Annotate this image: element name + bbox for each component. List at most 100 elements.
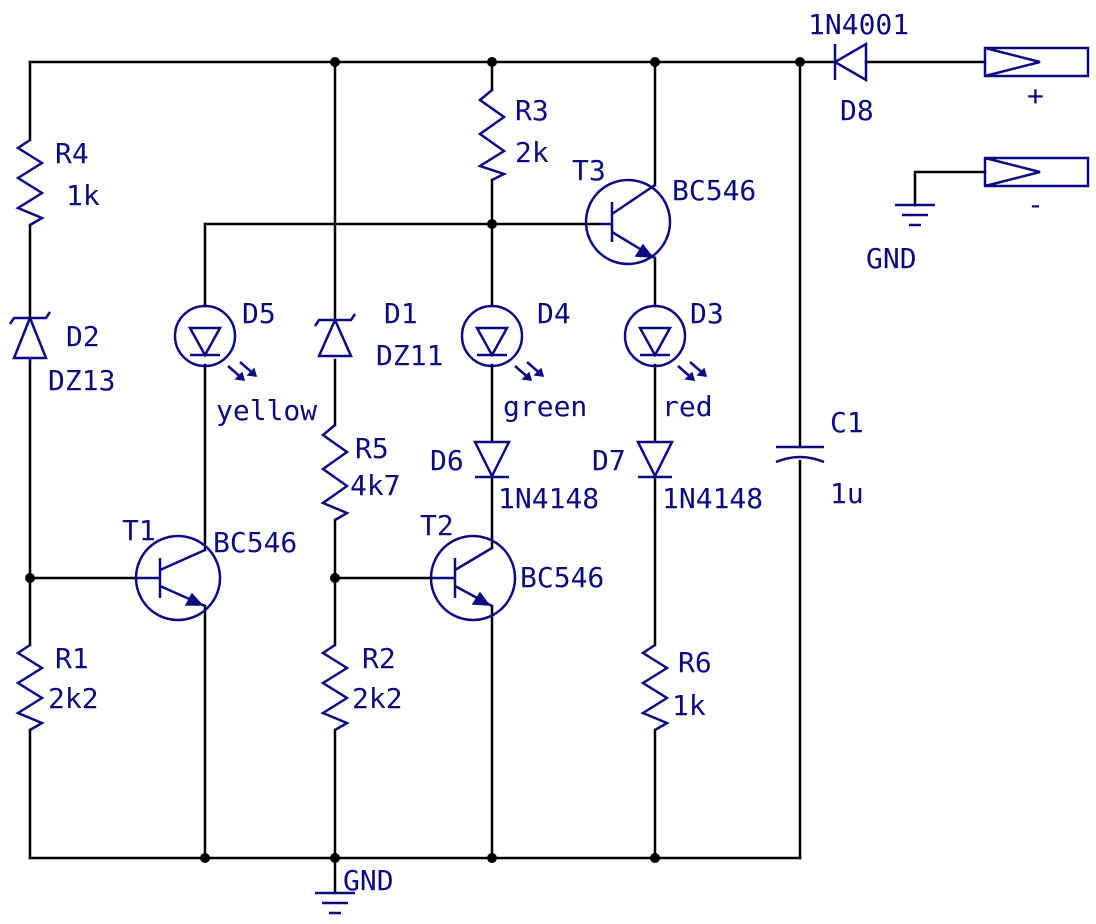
transistor-t1-emitter-arrow xyxy=(184,592,204,606)
led-d3-arrowhead xyxy=(696,367,708,377)
transistor-t1-ref: T1 xyxy=(122,514,156,547)
transistor-t2-collector xyxy=(454,546,493,572)
resistor-r1-body xyxy=(15,643,45,732)
diode-d8-value: 1N4001 xyxy=(808,8,909,41)
resistor-r5-value: 4k7 xyxy=(350,469,401,502)
resistor-r6: R6 1k xyxy=(640,643,712,732)
transistor-t2: T2 BC546 xyxy=(420,509,604,622)
led-d4-ref: D4 xyxy=(537,297,571,330)
junction-dot xyxy=(650,853,660,863)
resistor-r4-ref: R4 xyxy=(55,137,89,170)
resistor-r2-value: 2k2 xyxy=(352,682,403,715)
diode-d6: D6 1N4148 xyxy=(430,440,599,515)
capacitor-c1-plate-bottom xyxy=(775,455,825,464)
led-d3-triangle xyxy=(637,326,673,358)
resistor-r2-body xyxy=(320,643,350,732)
led-d4-arrowhead xyxy=(521,371,533,381)
transistor-t2-ref: T2 xyxy=(420,509,454,542)
ground-main-symbol xyxy=(315,891,355,915)
transistor-t1-collector xyxy=(159,548,206,572)
zener-d2: D2 DZ13 xyxy=(8,311,115,397)
led-d5-ref: D5 xyxy=(242,297,276,330)
connector-minus: - xyxy=(983,156,1090,221)
connector-plus-label: + xyxy=(1027,79,1044,112)
junction-dot xyxy=(330,853,340,863)
led-d5-value: yellow xyxy=(216,394,317,427)
led-d5-arrowhead xyxy=(246,367,258,377)
led-d5-arrowhead xyxy=(234,371,246,381)
resistor-r3-body xyxy=(477,89,508,182)
resistor-r3-value: 2k xyxy=(515,136,549,169)
transistor-t1: T1 BC546 xyxy=(122,514,297,622)
led-d4-arrowhead xyxy=(533,367,545,377)
resistor-r6-ref: R6 xyxy=(678,646,712,679)
led-d4-triangle xyxy=(474,326,510,358)
diode-d8-ref: D8 xyxy=(840,94,874,127)
led-d3-ref: D3 xyxy=(690,297,724,330)
diode-d7: D7 1N4148 xyxy=(592,440,763,515)
led-d5-body xyxy=(173,304,237,368)
junction-dot xyxy=(330,57,340,67)
transistor-t3-emitter-arrow xyxy=(634,243,654,258)
wire-input-gnd xyxy=(913,170,987,207)
ground-main-label: GND xyxy=(343,864,394,897)
junction-dot xyxy=(487,219,497,229)
led-d3: D3 red xyxy=(623,297,724,423)
ground-main: GND xyxy=(315,864,394,915)
resistor-r4-value: 1k xyxy=(66,179,100,212)
led-d3-body xyxy=(623,304,687,368)
zener-d2-ref: D2 xyxy=(66,320,100,353)
resistor-r1: R1 2k2 xyxy=(15,642,99,732)
resistor-r3: R3 2k xyxy=(477,89,549,182)
transistor-t1-value: BC546 xyxy=(213,526,297,559)
diode-d8-triangle xyxy=(832,41,868,83)
resistor-r4: R4 1k xyxy=(15,137,100,227)
transistor-t3: T3 BC546 xyxy=(572,154,756,266)
transistor-t3-value: BC546 xyxy=(672,174,756,207)
connector-minus-body xyxy=(983,156,1090,188)
zener-d2-value: DZ13 xyxy=(48,364,115,397)
junction-dot xyxy=(487,57,497,67)
resistor-r6-body xyxy=(640,643,670,732)
transistor-t3-ref: T3 xyxy=(572,154,606,187)
led-d3-arrowhead xyxy=(684,371,696,381)
led-d4-body xyxy=(460,304,524,368)
transistor-t2-emitter-arrow xyxy=(471,591,491,606)
resistor-r2-ref: R2 xyxy=(362,642,396,675)
transistor-t3-body xyxy=(584,178,672,266)
resistor-r3-ref: R3 xyxy=(515,94,549,127)
diode-d7-value: 1N4148 xyxy=(662,482,763,515)
resistor-r4-body xyxy=(15,138,45,227)
led-d4-value: green xyxy=(503,390,587,423)
junction-dot xyxy=(25,573,35,583)
diode-d7-triangle xyxy=(635,440,675,479)
zener-d1-value: DZ11 xyxy=(376,339,443,372)
connector-plus: + xyxy=(983,46,1090,112)
connector-minus-label: - xyxy=(1027,188,1044,221)
diode-d8: 1N4001 D8 xyxy=(808,8,909,127)
capacitor-c1-ref: C1 xyxy=(830,406,864,439)
capacitor-c1: C1 1u xyxy=(775,406,864,510)
resistor-r2: R2 2k2 xyxy=(320,642,403,732)
junction-dots xyxy=(25,57,805,863)
junction-dot xyxy=(330,573,340,583)
led-d4: D4 green xyxy=(460,297,587,423)
led-d5-triangle xyxy=(187,326,223,358)
transistor-t2-body xyxy=(429,534,517,622)
wires xyxy=(28,60,987,895)
led-d3-value: red xyxy=(662,390,713,423)
transistor-t3-collector xyxy=(611,183,656,216)
ground-input: GND xyxy=(866,203,935,275)
junction-dot xyxy=(200,853,210,863)
diode-d6-value: 1N4148 xyxy=(498,482,599,515)
resistor-r5: R5 4k7 xyxy=(320,424,401,522)
transistor-t2-value: BC546 xyxy=(520,561,604,594)
ground-input-label: GND xyxy=(866,242,917,275)
resistor-r5-ref: R5 xyxy=(355,432,389,465)
junction-dot xyxy=(650,57,660,67)
resistor-r6-value: 1k xyxy=(672,689,706,722)
capacitor-c1-value: 1u xyxy=(830,477,864,510)
led-d5: D5 yellow xyxy=(173,297,317,427)
diode-d6-ref: D6 xyxy=(430,444,464,477)
